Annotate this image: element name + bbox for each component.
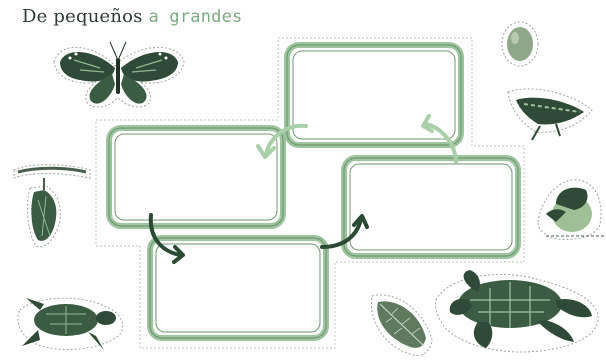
adult-turtle-icon[interactable] bbox=[435, 270, 598, 352]
frame-left[interactable] bbox=[109, 128, 283, 226]
caterpillar-icon[interactable] bbox=[508, 89, 592, 140]
frame-right[interactable] bbox=[344, 158, 518, 256]
leaf-icon[interactable] bbox=[371, 295, 432, 356]
baby-turtle-icon[interactable] bbox=[18, 298, 123, 350]
frame-top[interactable] bbox=[287, 45, 461, 145]
turtle-hatchling-icon[interactable] bbox=[538, 180, 604, 240]
egg-icon[interactable] bbox=[502, 22, 538, 66]
chrysalis-icon[interactable] bbox=[14, 165, 90, 247]
butterfly-icon[interactable] bbox=[54, 42, 184, 107]
